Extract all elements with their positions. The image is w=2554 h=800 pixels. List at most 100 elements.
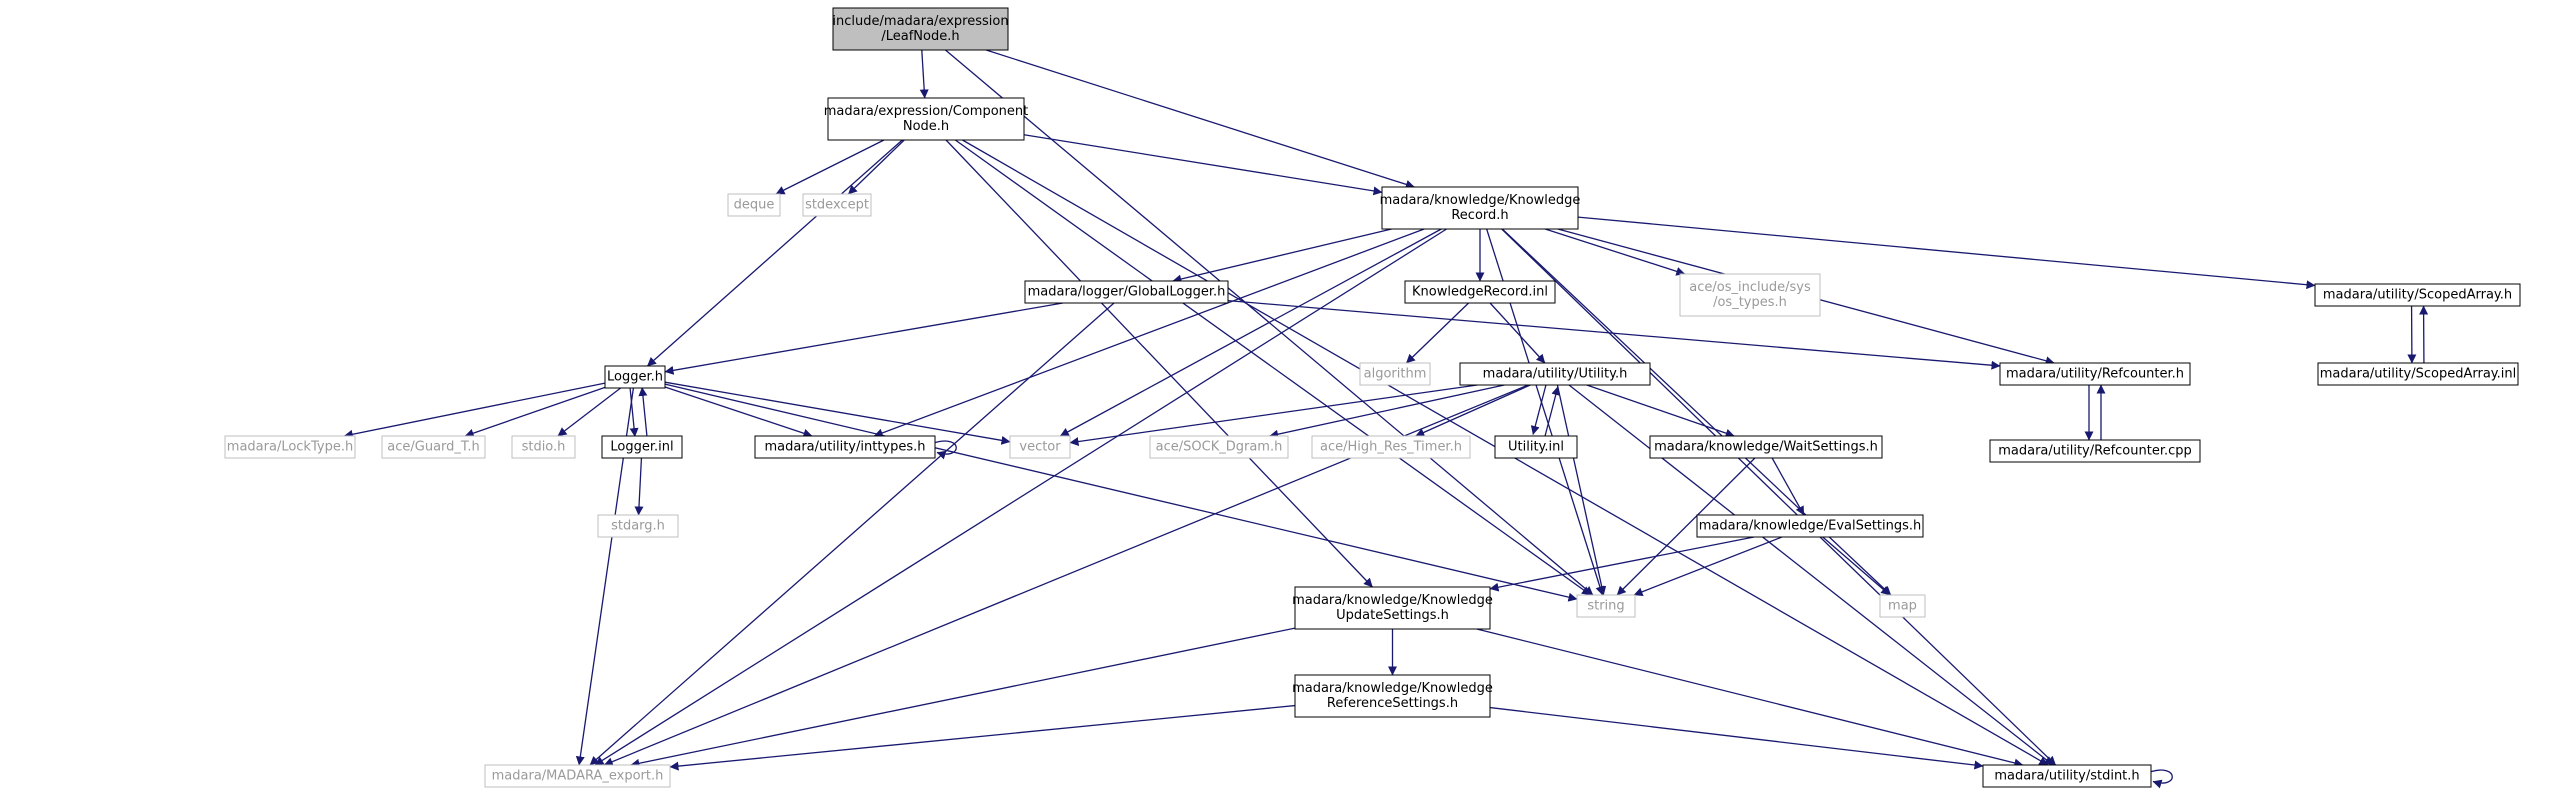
node-label: ace/High_Res_Timer.h [1320,440,1462,455]
node-box [1459,362,1651,386]
edge-inttypes-to-inttypes [934,440,957,460]
node-knowledgerecord[interactable]: madara/knowledge/KnowledgeRecord.h [1380,186,1581,230]
node-box [2317,362,2519,386]
node-label: ReferenceSettings.h [1327,696,1458,711]
edge-componentnode-to-knowledgerecord [1023,134,1383,196]
node-label: KnowledgeRecord.inl [1412,285,1548,300]
node-string[interactable]: string [1576,594,1636,618]
node-box [1381,186,1579,230]
node-utility[interactable]: madara/utility/Utility.h [1459,362,1651,386]
node-label: ace/SOCK_Dgram.h [1156,440,1283,455]
node-label: madara/MADARA_export.h [492,769,664,784]
node-label: madara/logger/GlobalLogger.h [1028,285,1226,300]
node-utilityinl[interactable]: Utility.inl [1494,435,1578,459]
node-label: stdio.h [522,440,566,455]
edge-loggerh-to-vector [664,381,1011,445]
node-label: madara/utility/stdint.h [1994,769,2139,784]
edge-utility-to-vector [1069,384,1478,447]
node-knowledgerecordinl[interactable]: KnowledgeRecord.inl [1404,280,1556,304]
node-guardt[interactable]: ace/Guard_T.h [381,435,486,459]
node-referencesettings[interactable]: madara/knowledge/KnowledgeReferenceSetti… [1292,674,1493,718]
node-waitsettings[interactable]: madara/knowledge/WaitSettings.h [1649,435,1883,459]
edge-loggerh-to-loggerinl [629,388,639,438]
edge-componentnode-to-loggerh [646,139,903,367]
edge-evalsettings-to-updatesettings [1489,536,1755,592]
node-box [1982,764,2152,788]
node-stdexcept[interactable]: stdexcept [802,193,872,217]
edge-knowledgerecordinl-to-algorithm [1405,302,1470,364]
node-label: string [1587,599,1624,614]
node-box [832,7,1009,51]
node-label: ace/Guard_T.h [387,440,479,455]
node-globallogger[interactable]: madara/logger/GlobalLogger.h [1024,280,1229,304]
edge-componentnode-to-stdexcept [847,139,905,195]
node-box [727,193,781,217]
node-label: madara/knowledge/Knowledge [1292,593,1493,608]
node-madaraexport[interactable]: madara/MADARA_export.h [484,764,671,788]
node-box [511,435,576,459]
node-box [601,435,683,459]
node-refcountercpp[interactable]: madara/utility/Refcounter.cpp [1989,439,2201,463]
edge-evalsettings-to-map [1822,536,1891,596]
edge-updatesettings-to-stdint [1476,628,2024,768]
node-box [604,365,666,389]
node-label: stdexcept [805,198,869,213]
edge-utility-to-waitsettings [1586,384,1735,438]
node-label: madara/knowledge/WaitSettings.h [1654,440,1878,455]
edge-knowledgerecord-to-vector [1059,228,1442,437]
edge-utility-to-highres [1415,384,1531,437]
node-sockdgram[interactable]: ace/SOCK_Dgram.h [1149,435,1289,459]
node-stdint[interactable]: madara/utility/stdint.h [1982,764,2152,788]
node-locktype[interactable]: madara/LockType.h [224,435,356,459]
edge-componentnode-to-updatesettings [945,139,1373,588]
node-scopedarrayinl[interactable]: madara/utility/ScopedArray.inl [2317,362,2519,386]
edge-leafnode-to-knowledgerecord [985,49,1415,189]
edge-loggerh-to-inttypes [664,386,813,438]
node-algorithm[interactable]: algorithm [1359,362,1431,386]
node-evalsettings[interactable]: madara/knowledge/EvalSettings.h [1696,514,1924,538]
edge-loggerh-to-locktype [343,382,606,439]
node-leafnode[interactable]: include/madara/expression/LeafNode.h [832,7,1009,51]
node-loggerh[interactable]: Logger.h [604,365,666,389]
node-vector[interactable]: vector [1009,435,1071,459]
node-inttypes[interactable]: madara/utility/inttypes.h [754,435,936,459]
node-ostypes[interactable]: ace/os_include/sys/os_types.h [1679,273,1821,317]
edge-knowledgerecord-to-scopedarray [1577,216,2316,290]
node-stdargh[interactable]: stdarg.h [597,514,679,538]
node-updatesettings[interactable]: madara/knowledge/KnowledgeUpdateSettings… [1292,586,1493,630]
edge-stdint-to-stdint [2150,769,2173,789]
node-refcounter[interactable]: madara/utility/Refcounter.h [1999,362,2191,386]
node-scopedarray[interactable]: madara/utility/ScopedArray.h [2314,283,2521,307]
node-stdioh[interactable]: stdio.h [511,435,576,459]
node-box [597,514,679,538]
edge-componentnode-to-string [954,139,1592,596]
node-highres[interactable]: ace/High_Res_Timer.h [1311,435,1471,459]
edge-waitsettings-to-string [1616,457,1756,596]
node-label: madara/utility/Refcounter.cpp [1998,444,2192,459]
node-deque[interactable]: deque [727,193,781,217]
edge-knowledgerecord-to-inttypes [873,228,1425,438]
node-box [1149,435,1289,459]
node-box [754,435,936,459]
node-loggerinl[interactable]: Logger.inl [601,435,683,459]
node-label: madara/utility/inttypes.h [764,440,925,455]
edge-utilityinl-to-utility [1544,386,1561,438]
node-label: /os_types.h [1713,295,1787,310]
node-label: madara/utility/ScopedArray.inl [2320,367,2517,382]
node-box [224,435,356,459]
edge-utility-to-utilityinl [1530,383,1547,435]
edge-globallogger-to-loggerh [664,302,1064,375]
node-label: Node.h [903,119,949,134]
edge-referencesettings-to-stdint [1489,706,1984,770]
edge-waitsettings-to-evalsettings [1771,457,1805,516]
edge-loggerinl-to-loggerh [638,386,648,436]
node-label: madara/utility/Refcounter.h [2006,367,2184,382]
edge-loggerh-to-stdioh [557,387,622,437]
edge-globallogger-to-madaraexport [589,302,1115,766]
node-map[interactable]: map [1879,594,1926,618]
dependency-edges [343,49,2429,789]
edge-globallogger-to-refcounter [1227,299,2001,370]
node-box [1879,594,1926,618]
